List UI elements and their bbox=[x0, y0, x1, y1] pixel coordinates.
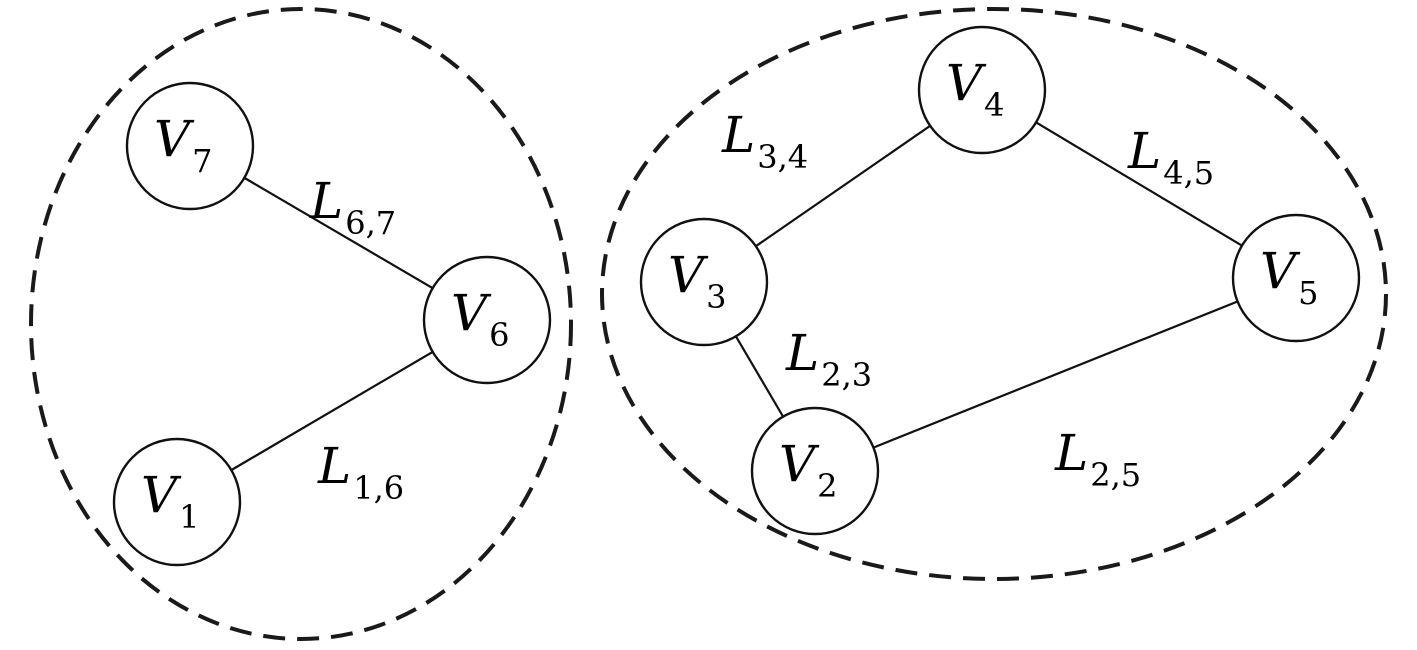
edge-label-L16-subscript: 1,6 bbox=[353, 469, 404, 507]
node-label-V7-letter: V bbox=[154, 110, 195, 168]
group-boundary-left bbox=[29, 7, 573, 641]
node-label-V4-letter: V bbox=[946, 54, 987, 112]
node-circle-V6 bbox=[422, 255, 552, 385]
edge-label-L25: L2,5 bbox=[1054, 424, 1141, 494]
node-label-V6-letter: V bbox=[451, 284, 492, 342]
node-label-V5-subscript: 5 bbox=[1298, 274, 1318, 312]
node-label-V6: V6 bbox=[451, 284, 509, 354]
node-V3: V3 bbox=[639, 217, 769, 347]
edge-label-L16: L1,6 bbox=[317, 437, 404, 507]
edge-label-L34-subscript: 3,4 bbox=[757, 138, 808, 176]
edge-label-L45-letter: L bbox=[1127, 122, 1161, 180]
edge-label-L25-letter: L bbox=[1054, 424, 1088, 482]
node-circle-V4 bbox=[917, 25, 1047, 155]
node-label-V5: V5 bbox=[1260, 242, 1318, 312]
node-circle-V5 bbox=[1231, 213, 1361, 343]
edge-label-L67-letter: L bbox=[309, 172, 343, 230]
node-label-V7: V7 bbox=[154, 110, 212, 180]
node-label-V6-subscript: 6 bbox=[489, 316, 509, 354]
edge-label-L23-letter: L bbox=[785, 324, 819, 382]
node-label-V4-subscript: 4 bbox=[984, 86, 1004, 124]
edge-label-L45: L4,5 bbox=[1127, 122, 1214, 192]
edge-label-L23-subscript: 2,3 bbox=[821, 356, 872, 394]
node-label-V5-letter: V bbox=[1260, 242, 1301, 300]
edge-label-L34-letter: L bbox=[721, 106, 755, 164]
node-label-V1: V1 bbox=[141, 466, 199, 536]
groups-layer bbox=[29, 7, 1388, 641]
group-boundary-right bbox=[600, 7, 1388, 581]
node-label-V7-subscript: 7 bbox=[192, 142, 212, 180]
node-V5: V5 bbox=[1231, 213, 1361, 343]
edge-label-L67-subscript: 6,7 bbox=[345, 204, 396, 242]
edge-label-L25-subscript: 2,5 bbox=[1090, 456, 1141, 494]
node-circle-V7 bbox=[125, 81, 255, 211]
node-V6: V6 bbox=[422, 255, 552, 385]
node-V1: V1 bbox=[112, 437, 242, 567]
node-label-V3: V3 bbox=[668, 246, 726, 316]
edge-label-L45-subscript: 4,5 bbox=[1163, 154, 1214, 192]
node-label-V3-letter: V bbox=[668, 246, 709, 304]
node-V4: V4 bbox=[917, 25, 1047, 155]
edge-label-L34: L3,4 bbox=[721, 106, 808, 176]
node-label-V1-subscript: 1 bbox=[179, 498, 199, 536]
edge-L25 bbox=[814, 276, 1297, 473]
node-label-V4: V4 bbox=[946, 54, 1004, 124]
edge-label-L16-letter: L bbox=[317, 437, 351, 495]
node-label-V2-letter: V bbox=[779, 435, 820, 493]
node-label-V1-letter: V bbox=[141, 466, 182, 524]
edge-label-L67: L6,7 bbox=[309, 172, 396, 242]
node-V2: V2 bbox=[750, 406, 880, 536]
edge-label-L23: L2,3 bbox=[785, 324, 872, 394]
node-circle-V2 bbox=[750, 406, 880, 536]
node-label-V2: V2 bbox=[779, 435, 837, 505]
node-label-V2-subscript: 2 bbox=[817, 467, 837, 505]
node-circle-V1 bbox=[112, 437, 242, 567]
node-label-V3-subscript: 3 bbox=[706, 278, 726, 316]
node-V7: V7 bbox=[125, 81, 255, 211]
node-circle-V3 bbox=[639, 217, 769, 347]
